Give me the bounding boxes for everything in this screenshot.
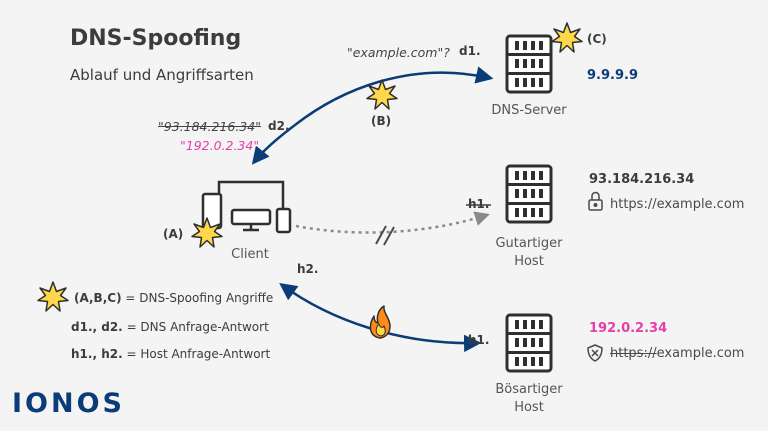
dns-server-ip: 9.9.9.9 xyxy=(587,68,638,83)
ionos-logo: IONOS xyxy=(12,388,125,419)
legend-star-icon xyxy=(37,281,69,312)
good-host-ip: 93.184.216.34 xyxy=(589,172,695,187)
dns-request-arrow xyxy=(294,66,494,126)
legend-dns-text: = DNS Anfrage-Antwort xyxy=(126,320,269,334)
bad-host-url-host: example.com xyxy=(656,346,745,361)
good-host-h1-label: h1. xyxy=(468,197,490,211)
page-subtitle: Ablauf und Angriffsarten xyxy=(70,66,254,84)
legend-host-text: = Host Anfrage-Antwort xyxy=(126,347,271,361)
host-arrow xyxy=(279,282,482,353)
bad-host-h1-label: h1. xyxy=(468,333,490,347)
bad-host-server-icon xyxy=(505,313,553,373)
attack-c-label: (C) xyxy=(587,32,607,46)
bad-host-url-scheme: https:// xyxy=(610,346,657,361)
client-name: Client xyxy=(231,247,269,262)
good-host-name-line2: Host xyxy=(514,254,544,269)
lock-icon xyxy=(588,191,603,211)
legend-dns-key: d1., d2. xyxy=(71,320,123,334)
good-host-url: https://example.com xyxy=(610,197,745,212)
blocked-connection-line xyxy=(295,211,490,234)
legend-attacks-text: = DNS-Spoofing Angriffe xyxy=(125,291,274,305)
bad-host-name-line1: Bösartiger xyxy=(495,382,563,397)
page-title: DNS-Spoofing xyxy=(70,26,242,51)
legend-attacks: (A,B,C) = DNS-Spoofing Angriffe xyxy=(74,291,273,305)
original-ip-text: "93.184.216.34" xyxy=(158,119,261,134)
dns-query-text: "example.com"? xyxy=(347,45,450,60)
bad-host-url: https://example.com xyxy=(610,346,744,361)
bad-host-name-line2: Host xyxy=(514,400,544,415)
dns-server-icon xyxy=(505,34,553,94)
legend-dns: d1., d2. = DNS Anfrage-Antwort xyxy=(71,320,269,334)
bad-host-h2-label: h2. xyxy=(297,262,319,276)
dns-server-name: DNS-Server xyxy=(491,103,567,118)
dns-response-arrow xyxy=(251,124,296,165)
d1-label: d1. xyxy=(459,44,481,58)
attack-star-icon xyxy=(551,22,583,53)
good-host-name-line1: Gutartiger xyxy=(495,236,563,251)
legend-host-key: h1., h2. xyxy=(71,347,123,361)
spoofed-ip-text: "192.0.2.34" xyxy=(180,138,260,153)
bad-host-ip: 192.0.2.34 xyxy=(589,321,668,336)
d2-label: d2. xyxy=(268,119,290,133)
legend-host: h1., h2. = Host Anfrage-Antwort xyxy=(71,347,270,361)
good-host-server-icon xyxy=(505,164,553,224)
client-devices-icon xyxy=(201,180,292,234)
attack-a-label: (A) xyxy=(163,227,184,241)
shield-x-icon xyxy=(587,344,603,362)
interruption-mark xyxy=(375,225,395,246)
fire-icon xyxy=(369,305,391,339)
legend-attacks-key: (A,B,C) xyxy=(74,291,122,305)
attack-b-label: (B) xyxy=(371,114,392,128)
